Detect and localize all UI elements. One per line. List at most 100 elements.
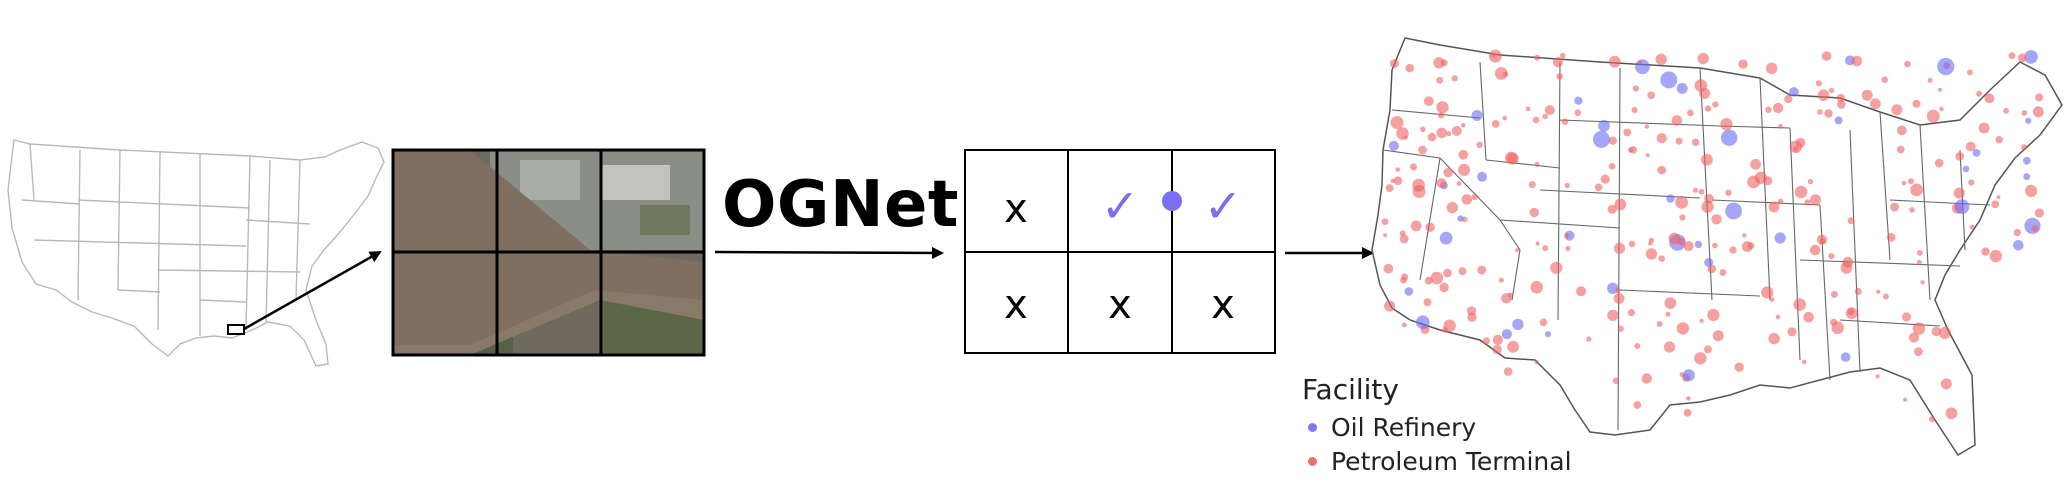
- terminal-marker: [1608, 55, 1621, 68]
- terminal-marker: [1656, 321, 1663, 327]
- terminal-marker: [1565, 245, 1571, 252]
- refinery-marker: [2025, 117, 2032, 124]
- terminal-marker: [1738, 59, 1748, 69]
- terminal-marker: [1504, 151, 1518, 165]
- terminal-marker: [1399, 230, 1406, 237]
- terminal-marker: [1837, 100, 1846, 109]
- refinery-marker: [1574, 96, 1583, 105]
- terminal-marker: [1824, 109, 1833, 118]
- terminal-marker: [1381, 218, 1389, 226]
- terminal-marker: [1384, 300, 1396, 312]
- grid-cell-check: ✓: [1101, 179, 1140, 233]
- terminal-marker: [1488, 49, 1502, 63]
- terminal-marker: [1446, 201, 1459, 214]
- terminal-marker: [1383, 233, 1388, 238]
- terminal-marker: [1810, 194, 1821, 206]
- grid-cell-x: x: [1004, 186, 1028, 232]
- terminal-marker: [1801, 359, 1807, 365]
- terminal-marker: [2034, 208, 2044, 218]
- refinery-marker: [1544, 331, 1552, 338]
- terminal-marker: [1671, 115, 1683, 126]
- terminal-marker: [1576, 286, 1587, 297]
- terminal-marker: [1534, 360, 1539, 365]
- terminal-marker: [2035, 93, 2044, 102]
- terminal-marker: [1390, 116, 1404, 130]
- terminal-marker: [1638, 60, 1643, 65]
- refinery-marker: [1972, 149, 1981, 157]
- terminal-marker: [1436, 178, 1447, 189]
- terminal-marker: [1934, 158, 1944, 168]
- terminal-marker: [1908, 332, 1920, 343]
- terminal-marker: [1916, 259, 1922, 265]
- terminal-marker: [2017, 53, 2027, 63]
- terminal-marker: [1613, 293, 1625, 304]
- terminal-marker: [1687, 109, 1694, 117]
- terminal-marker: [1401, 322, 1407, 328]
- facility-legend: Facility Oil Refinery Petroleum Terminal: [1302, 373, 1572, 478]
- terminal-dot-icon: [1308, 456, 1317, 466]
- terminal-marker: [1574, 109, 1581, 116]
- terminal-marker: [1439, 282, 1449, 293]
- refinery-marker: [1512, 318, 1524, 331]
- terminal-marker: [2003, 107, 2009, 114]
- terminal-marker: [1443, 167, 1453, 178]
- terminal-marker: [1412, 178, 1425, 192]
- refinery-marker: [1721, 129, 1738, 146]
- terminal-marker: [1542, 113, 1548, 120]
- terminal-marker: [1631, 106, 1638, 114]
- terminal-marker: [1909, 207, 1915, 213]
- small-us-state-lines: [21, 143, 311, 336]
- terminal-marker: [1600, 174, 1610, 184]
- refinery-marker: [1439, 231, 1453, 245]
- terminal-marker: [1793, 146, 1799, 152]
- terminal-marker: [1628, 240, 1636, 248]
- terminal-marker: [1491, 120, 1500, 128]
- terminal-marker: [1492, 344, 1502, 355]
- terminal-marker: [1561, 118, 1569, 125]
- terminal-marker: [1542, 245, 1549, 252]
- refinery-marker: [1774, 232, 1786, 244]
- terminal-marker: [1559, 52, 1566, 59]
- terminal-marker: [1995, 136, 2003, 144]
- terminal-marker: [1594, 183, 1603, 192]
- legend-item-label: Oil Refinery: [1331, 412, 1477, 442]
- terminal-marker: [2013, 229, 2021, 237]
- refinery-dot-icon: [1308, 422, 1317, 432]
- terminal-marker: [1442, 326, 1449, 333]
- refinery-marker: [1404, 287, 1414, 296]
- model-name-label: OGNet: [722, 168, 959, 242]
- terminal-marker: [1917, 249, 1923, 256]
- refinery-marker: [1416, 315, 1430, 330]
- terminal-marker: [2021, 144, 2028, 151]
- legend-item-label: Petroleum Terminal: [1331, 446, 1572, 476]
- terminal-marker: [1405, 63, 1415, 73]
- terminal-marker: [1476, 141, 1483, 149]
- terminal-marker: [1817, 109, 1823, 115]
- terminal-marker: [1940, 378, 1952, 390]
- refinery-marker: [1660, 71, 1678, 89]
- terminal-marker: [1525, 106, 1531, 112]
- terminal-marker: [1614, 198, 1627, 211]
- large-us-map: [1371, 37, 2063, 457]
- terminal-marker: [1870, 98, 1881, 110]
- terminal-marker: [1556, 73, 1563, 80]
- refinery-marker: [1457, 215, 1464, 222]
- refinery-marker: [1501, 329, 1512, 340]
- terminal-marker: [1443, 268, 1452, 278]
- refinery-marker: [1789, 87, 1799, 97]
- terminal-marker: [1938, 326, 1951, 339]
- refinery-marker: [2013, 240, 2024, 251]
- arrow-to-grid: [714, 246, 944, 259]
- terminal-marker: [1712, 101, 1719, 108]
- terminal-marker: [1927, 77, 1933, 83]
- terminal-marker: [1534, 54, 1541, 61]
- terminal-marker: [1607, 204, 1617, 214]
- terminal-marker: [1984, 93, 1995, 104]
- terminal-marker: [1477, 265, 1487, 275]
- terminal-marker: [1515, 248, 1520, 253]
- terminal-marker: [1955, 152, 1965, 161]
- terminal-marker: [1655, 53, 1667, 65]
- terminal-marker: [1502, 115, 1508, 121]
- terminal-marker: [1768, 201, 1780, 213]
